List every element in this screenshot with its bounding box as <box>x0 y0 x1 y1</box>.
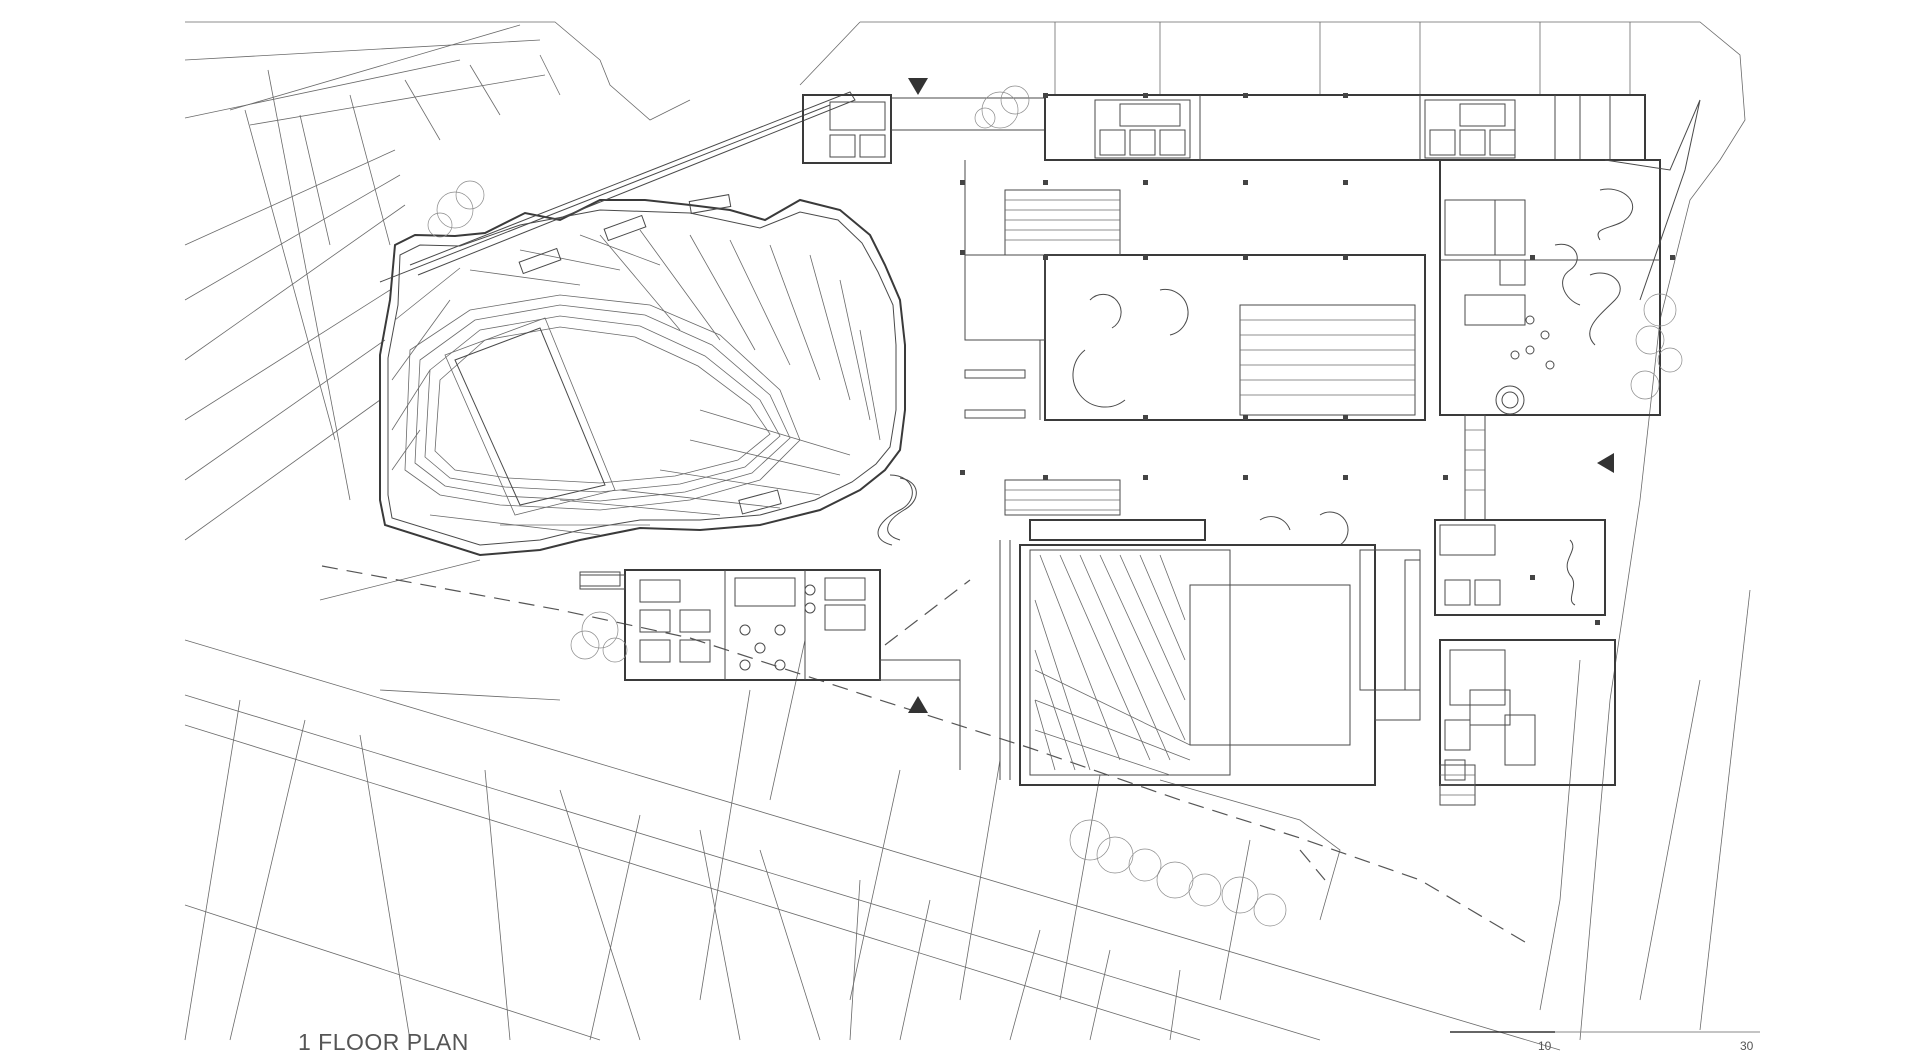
landscape-trees <box>427 85 1683 927</box>
east-wing <box>1434 99 1701 806</box>
north-wing <box>802 94 1646 164</box>
entrance-arrow-south <box>908 696 928 713</box>
service-block <box>579 569 961 770</box>
entrance-arrow-east <box>1597 453 1614 473</box>
scale-label-10: 10 <box>1538 1039 1552 1053</box>
property-boundary-line <box>321 565 1531 946</box>
main-auditorium <box>379 194 906 587</box>
scale-label-30: 30 <box>1740 1039 1754 1053</box>
site-context-lines <box>184 21 1751 1051</box>
entrance-arrow-north <box>908 78 928 95</box>
central-lobby <box>877 160 1426 546</box>
drawing-title: 1 FLOOR PLAN <box>298 1029 469 1055</box>
entrance-arrows <box>908 78 1614 713</box>
entry-ramp <box>409 91 856 276</box>
scale-bar: 10 30 <box>1450 1031 1760 1053</box>
second-auditorium <box>999 519 1421 786</box>
structural-grid <box>960 93 1675 625</box>
